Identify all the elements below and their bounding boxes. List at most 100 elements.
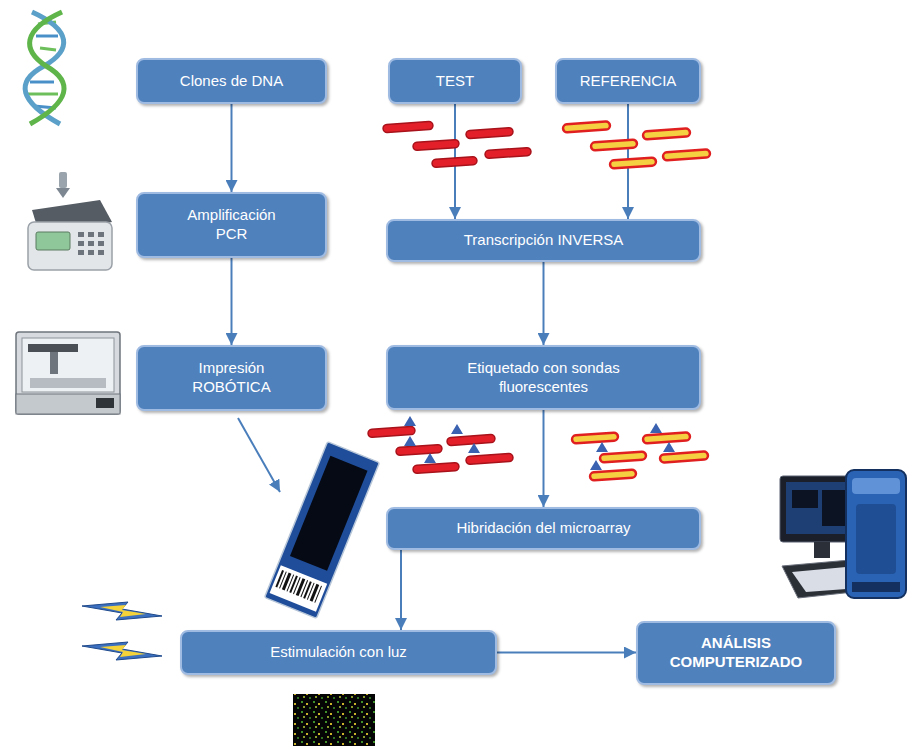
reference-fragments	[563, 121, 710, 168]
pcr-machine	[88, 241, 94, 246]
labelled-reference-fragments	[650, 423, 662, 433]
box-label: Etiquetado con sondas fluorescentes	[434, 359, 654, 397]
microarray-slide	[282, 573, 292, 591]
box-label: Estimulación con luz	[270, 643, 407, 662]
process-box: Amplificación PCR	[136, 192, 327, 258]
box-label: Transcripción INVERSA	[464, 231, 624, 250]
pcr-machine	[59, 172, 67, 188]
computer-scanner	[780, 470, 906, 598]
reference-fragments	[591, 139, 637, 150]
pcr-machine	[78, 250, 84, 255]
labelled-reference-fragments	[572, 432, 708, 480]
microarray-slide	[303, 581, 312, 598]
flow-arrow	[231, 104, 233, 192]
microarray-slide	[310, 584, 320, 602]
labelled-test-fragments	[404, 436, 416, 446]
light-bolt	[82, 602, 162, 620]
labelled-test-fragments	[368, 416, 513, 474]
test-fragments	[485, 147, 531, 158]
test-fragments	[383, 121, 433, 132]
flow-arrow	[231, 258, 233, 345]
labelled-reference-fragments	[572, 423, 708, 481]
process-box: Etiquetado con sondas fluorescentes	[386, 345, 701, 410]
reference-fragments	[643, 128, 690, 139]
labelled-reference-fragments	[600, 451, 646, 462]
dna-helix	[25, 12, 64, 124]
robotic-printer	[28, 344, 78, 352]
microarray-slide	[270, 565, 328, 612]
robotic-printer	[16, 332, 120, 414]
reference-fragments	[663, 149, 710, 160]
labelled-test-fragments	[451, 424, 463, 434]
computer-scanner	[852, 582, 900, 592]
process-box: Estimulación con luz	[180, 630, 497, 675]
computer-scanner	[846, 470, 906, 598]
labelled-test-fragments	[404, 416, 480, 463]
box-label: ANÁLISIS COMPUTERIZADO	[656, 634, 816, 672]
robotic-printer	[30, 378, 106, 388]
reference-fragments	[610, 157, 656, 168]
labelled-test-fragments	[404, 416, 416, 426]
labelled-reference-fragments	[590, 423, 675, 470]
labelled-reference-fragments	[572, 432, 618, 443]
labelled-test-fragments	[368, 426, 415, 437]
labelled-test-fragments	[466, 453, 513, 464]
dna-helix	[30, 81, 54, 84]
microarray-slide	[265, 442, 380, 619]
labelled-reference-fragments	[590, 469, 636, 480]
computer-scanner	[856, 504, 896, 574]
process-box: ANÁLISIS COMPUTERIZADO	[636, 621, 836, 685]
microarray-slide	[275, 570, 284, 587]
microarray-slide	[290, 456, 368, 571]
robotic-printer	[22, 338, 114, 392]
microarray-slide	[275, 570, 322, 603]
robotic-printer	[96, 398, 114, 408]
robotic-printer	[16, 394, 120, 414]
labelled-reference-fragments	[663, 442, 675, 452]
pcr-machine	[88, 250, 94, 255]
test-fragments	[466, 127, 513, 138]
microarray-slide	[314, 586, 322, 603]
box-label: TEST	[436, 72, 474, 91]
process-box: Hibridación del microarray	[386, 507, 701, 550]
box-label: Clones de DNA	[180, 72, 283, 91]
microarray-slide	[296, 578, 306, 596]
computer-scanner	[792, 490, 818, 508]
dna-helix	[40, 48, 56, 50]
robotic-printer	[50, 352, 58, 374]
pcr-machine	[78, 241, 84, 246]
labelled-test-fragments	[424, 453, 436, 463]
process-box: TEST	[388, 58, 522, 104]
pcr-machine	[98, 241, 104, 246]
light-bolt	[82, 642, 162, 660]
microarray-slide	[287, 574, 295, 591]
pcr-machine	[28, 222, 112, 270]
box-label: Amplificación PCR	[177, 206, 287, 244]
dna-helix	[36, 35, 58, 38]
labelled-reference-fragments	[643, 432, 690, 443]
computer-scanner	[814, 542, 830, 558]
microarray-slide	[289, 576, 298, 593]
test-fragments	[413, 139, 459, 150]
labelled-test-fragments	[468, 443, 480, 453]
labelled-test-fragments	[413, 462, 459, 473]
scan-image	[293, 694, 375, 746]
microarray-slide	[300, 580, 308, 597]
pcr-machine	[98, 250, 104, 255]
light-bolt	[100, 605, 146, 617]
labelled-test-fragments	[447, 434, 495, 445]
pcr-machine	[78, 232, 104, 255]
labelled-reference-fragments	[660, 451, 708, 462]
pcr-machine	[28, 172, 112, 270]
process-box: Transcripción INVERSA	[386, 219, 701, 262]
flow-arrow	[543, 262, 545, 345]
flow-arrow	[400, 550, 402, 630]
pcr-machine	[78, 232, 84, 237]
dna-helix	[30, 12, 64, 124]
test-fragments	[432, 156, 477, 167]
box-label: Impresión ROBÓTICA	[182, 359, 282, 397]
box-label: REFERENCIA	[580, 72, 677, 91]
labelled-test-fragments	[396, 444, 442, 455]
box-label: Hibridación del microarray	[456, 519, 630, 538]
